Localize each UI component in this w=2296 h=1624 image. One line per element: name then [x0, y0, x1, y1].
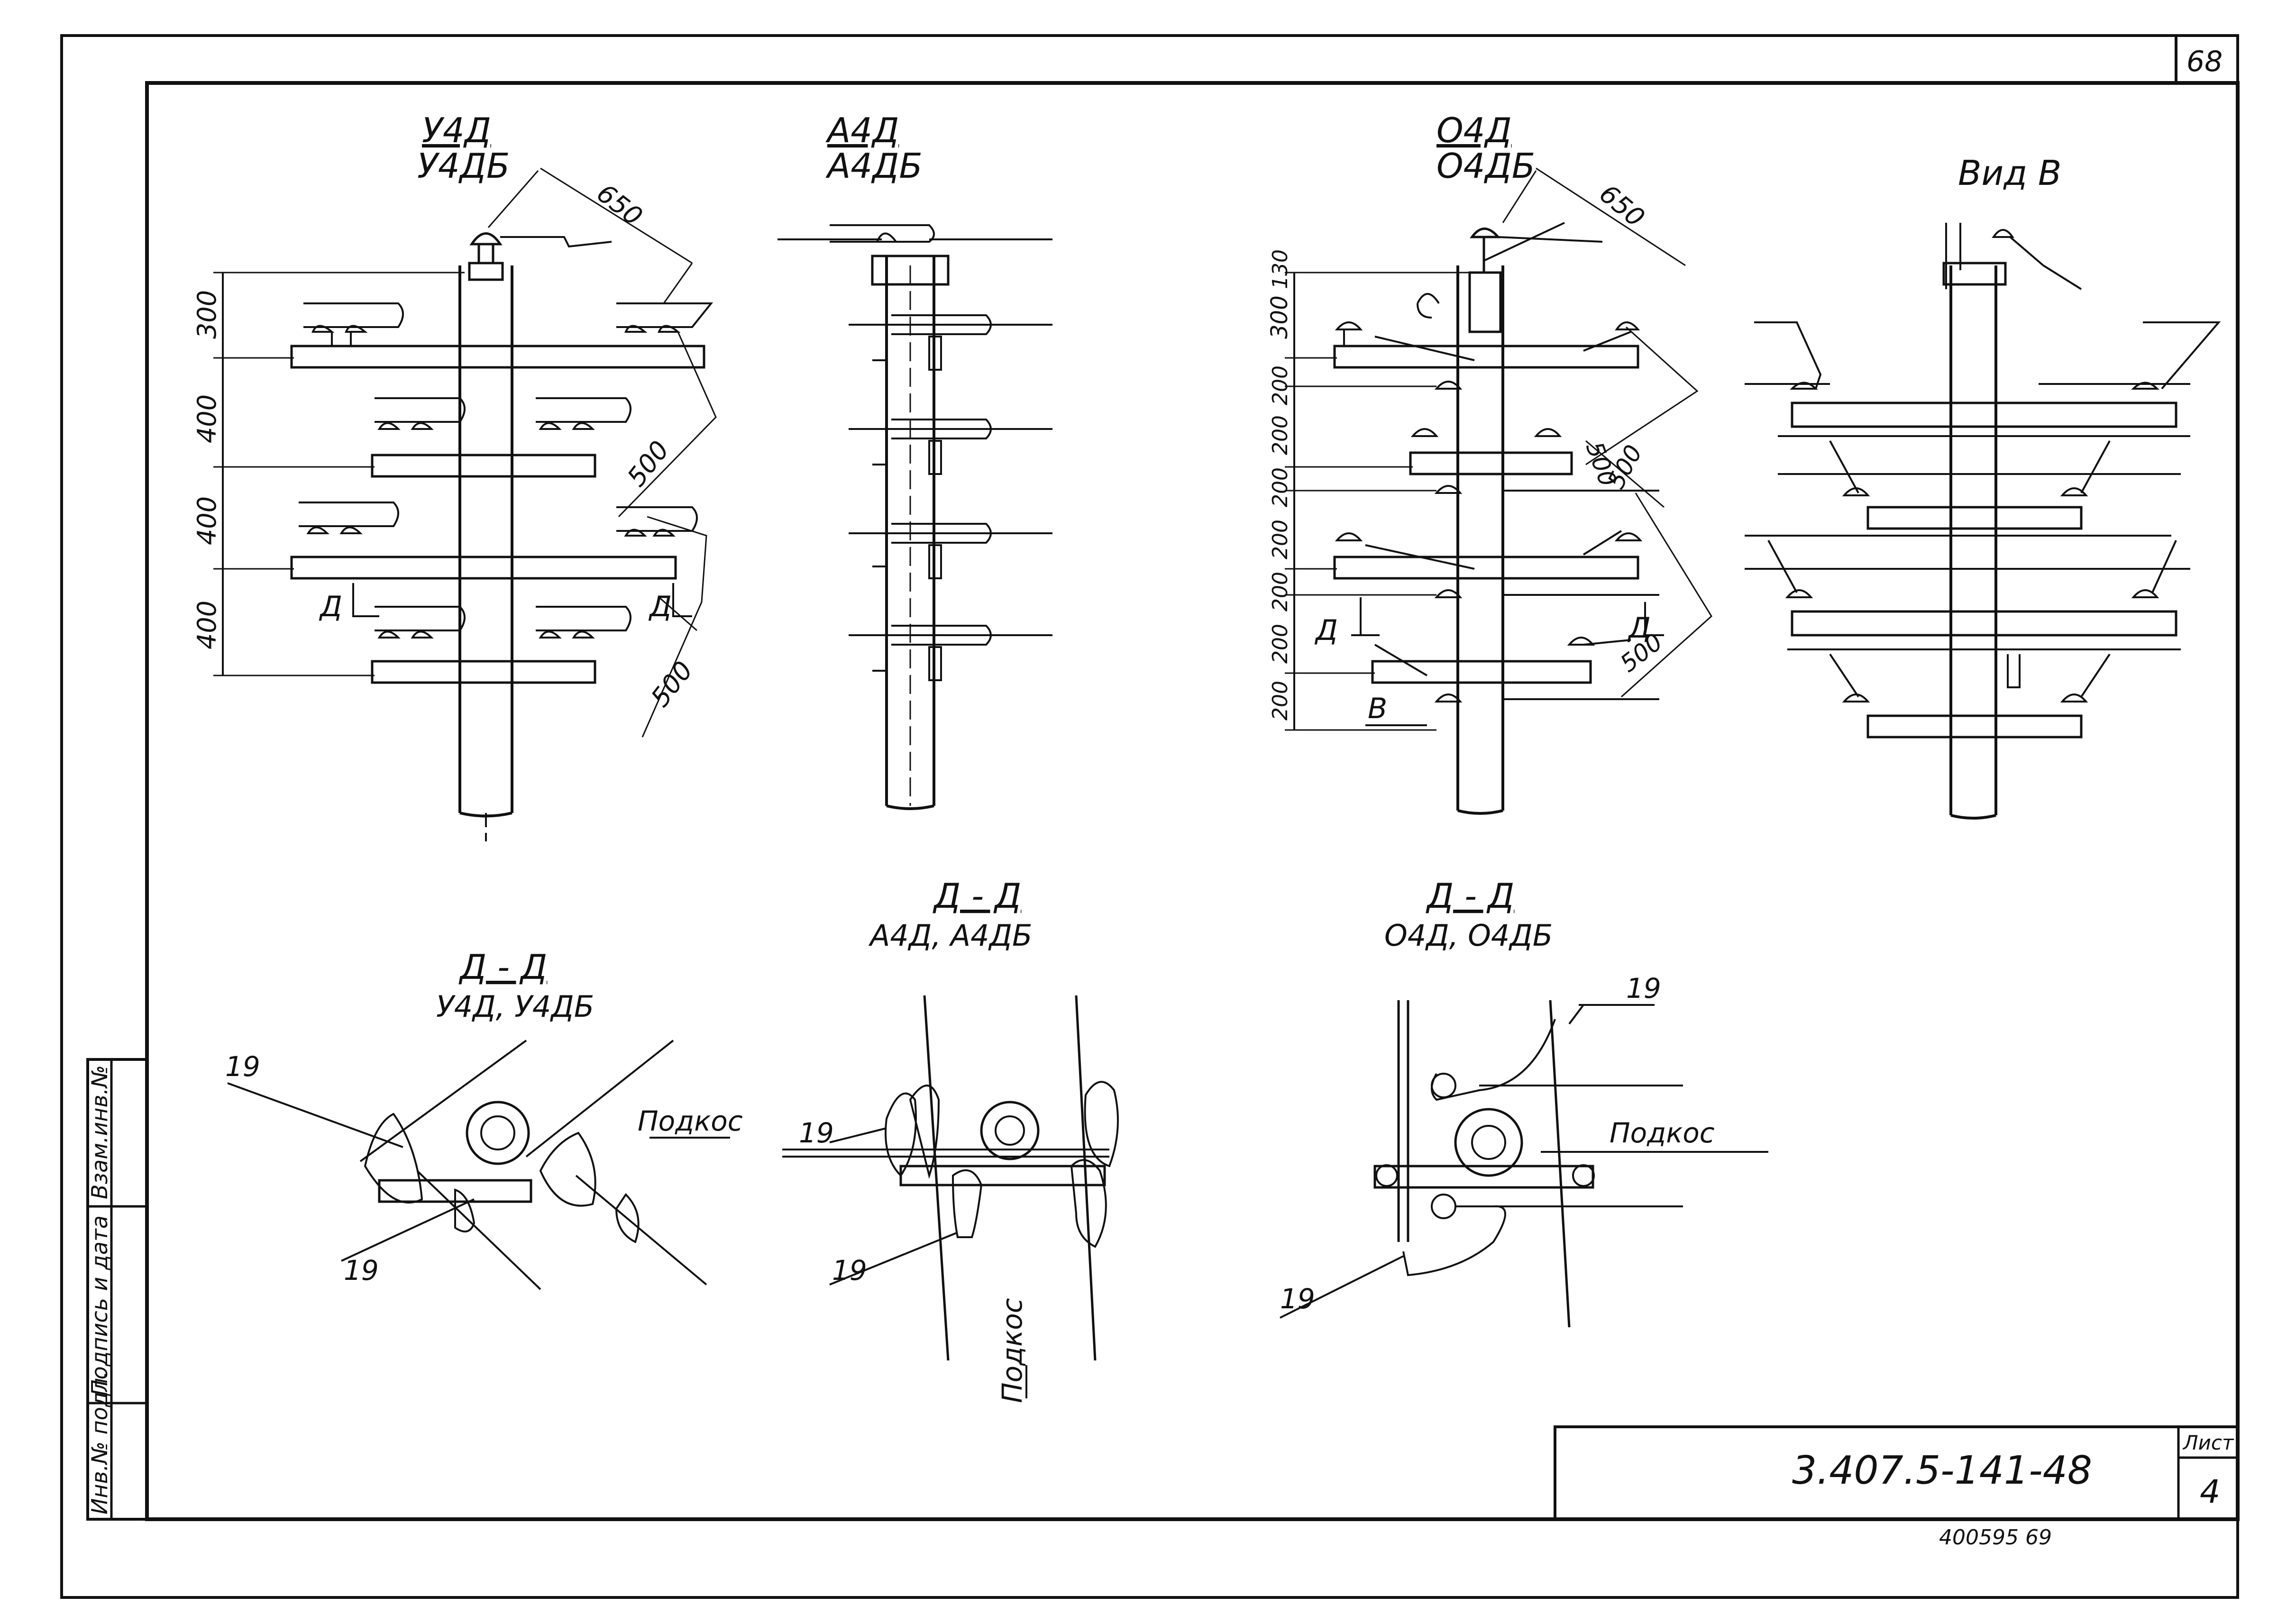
u4d-section-mark-right: Д — [648, 590, 672, 623]
o4d-dim-200b: 200 — [1268, 415, 1292, 455]
view-vid-v — [1745, 223, 2221, 820]
section-o4d-brace: Подкос — [1610, 1117, 1715, 1149]
o4d-dim-200e: 200 — [1268, 572, 1292, 611]
view-a4d — [778, 224, 1052, 810]
section-u4d-callout-b: 19 — [344, 1254, 379, 1286]
sheet-label: Лист — [2182, 1431, 2234, 1454]
section-u4d-title-top: Д - Д — [458, 947, 547, 987]
section-o4d-callout-a: 19 — [1626, 972, 1661, 1004]
o4d-dim-650: 650 — [1594, 179, 1650, 233]
section-a4d-brace: Подкос — [996, 1298, 1028, 1403]
o4d-dim-300: 300 — [1266, 295, 1293, 339]
section-a4d-callout-a: 19 — [799, 1117, 834, 1149]
o4d-dim-200f: 200 — [1268, 624, 1292, 664]
o4d-section-mark-right: Д — [1627, 611, 1651, 645]
u4d-title-top: У4Д — [422, 110, 491, 150]
o4d-section-mark-left: Д — [1314, 614, 1338, 647]
o4d-dim-200d: 200 — [1268, 520, 1292, 559]
title-block — [1554, 1425, 2238, 1519]
u4d-dim-500a: 500 — [622, 435, 675, 492]
o4d-dim-200a: 200 — [1268, 365, 1292, 405]
section-o4d-title-top: Д - Д — [1426, 876, 1514, 916]
u4d-dim-400a: 400 — [192, 394, 222, 443]
view-u4d — [213, 167, 717, 841]
section-o4d-callout-b: 19 — [1280, 1283, 1315, 1315]
stamp-inv-orig: Инв.№ подл. — [87, 1371, 112, 1515]
section-o4d-title-bottom: О4Д, О4ДБ — [1384, 918, 1553, 953]
sheet-frame — [60, 34, 2240, 1599]
section-a4d-title-bottom: А4Д, А4ДБ — [868, 918, 1033, 953]
u4d-dim-300: 300 — [192, 290, 222, 339]
section-u4d-callout-a: 19 — [225, 1050, 260, 1083]
o4d-dim-200c: 200 — [1268, 467, 1292, 507]
u4d-section-mark-left: Д — [319, 590, 342, 623]
section-u4d-title-bottom: У4Д, У4ДБ — [436, 989, 594, 1024]
vid-v-title: Вид В — [1958, 153, 2061, 193]
a4d-title-bottom: А4ДБ — [825, 146, 923, 186]
section-a4d-title-top: Д - Д — [933, 876, 1021, 916]
o4d-dim-200g: 200 — [1268, 681, 1292, 721]
view-o4d — [1285, 167, 1712, 815]
u4d-dim-500b: 500 — [645, 656, 699, 712]
section-u4d — [227, 1040, 730, 1290]
approval-stamp — [86, 1058, 148, 1521]
archive-number: 400595 69 — [1939, 1525, 2052, 1550]
o4d-view-mark: В — [1368, 692, 1387, 725]
u4d-dim-400b: 400 — [192, 496, 222, 545]
a4d-title-top: А4Д — [825, 110, 899, 150]
section-u4d-brace: Подкос — [638, 1105, 743, 1137]
stamp-replace-inv: Взам.инв.№ — [87, 1065, 112, 1199]
u4d-title-bottom: У4ДБ — [417, 146, 510, 186]
section-a4d — [782, 995, 1119, 1398]
section-o4d — [1280, 1000, 1768, 1328]
u4d-dim-650: 650 — [591, 178, 648, 232]
stamp-sign-date: Подпись и дата — [87, 1215, 112, 1396]
page-number: 68 — [2186, 45, 2223, 78]
document-designation: 3.407.5-141-48 — [1792, 1448, 2092, 1493]
u4d-dim-400c: 400 — [192, 601, 222, 649]
o4d-title-bottom: О4ДБ — [1436, 146, 1535, 186]
sheet-number: 4 — [2200, 1473, 2220, 1511]
section-a4d-callout-b: 19 — [832, 1254, 867, 1286]
o4d-dim-130: 130 — [1268, 249, 1292, 289]
o4d-title-top: О4Д — [1436, 110, 1512, 150]
